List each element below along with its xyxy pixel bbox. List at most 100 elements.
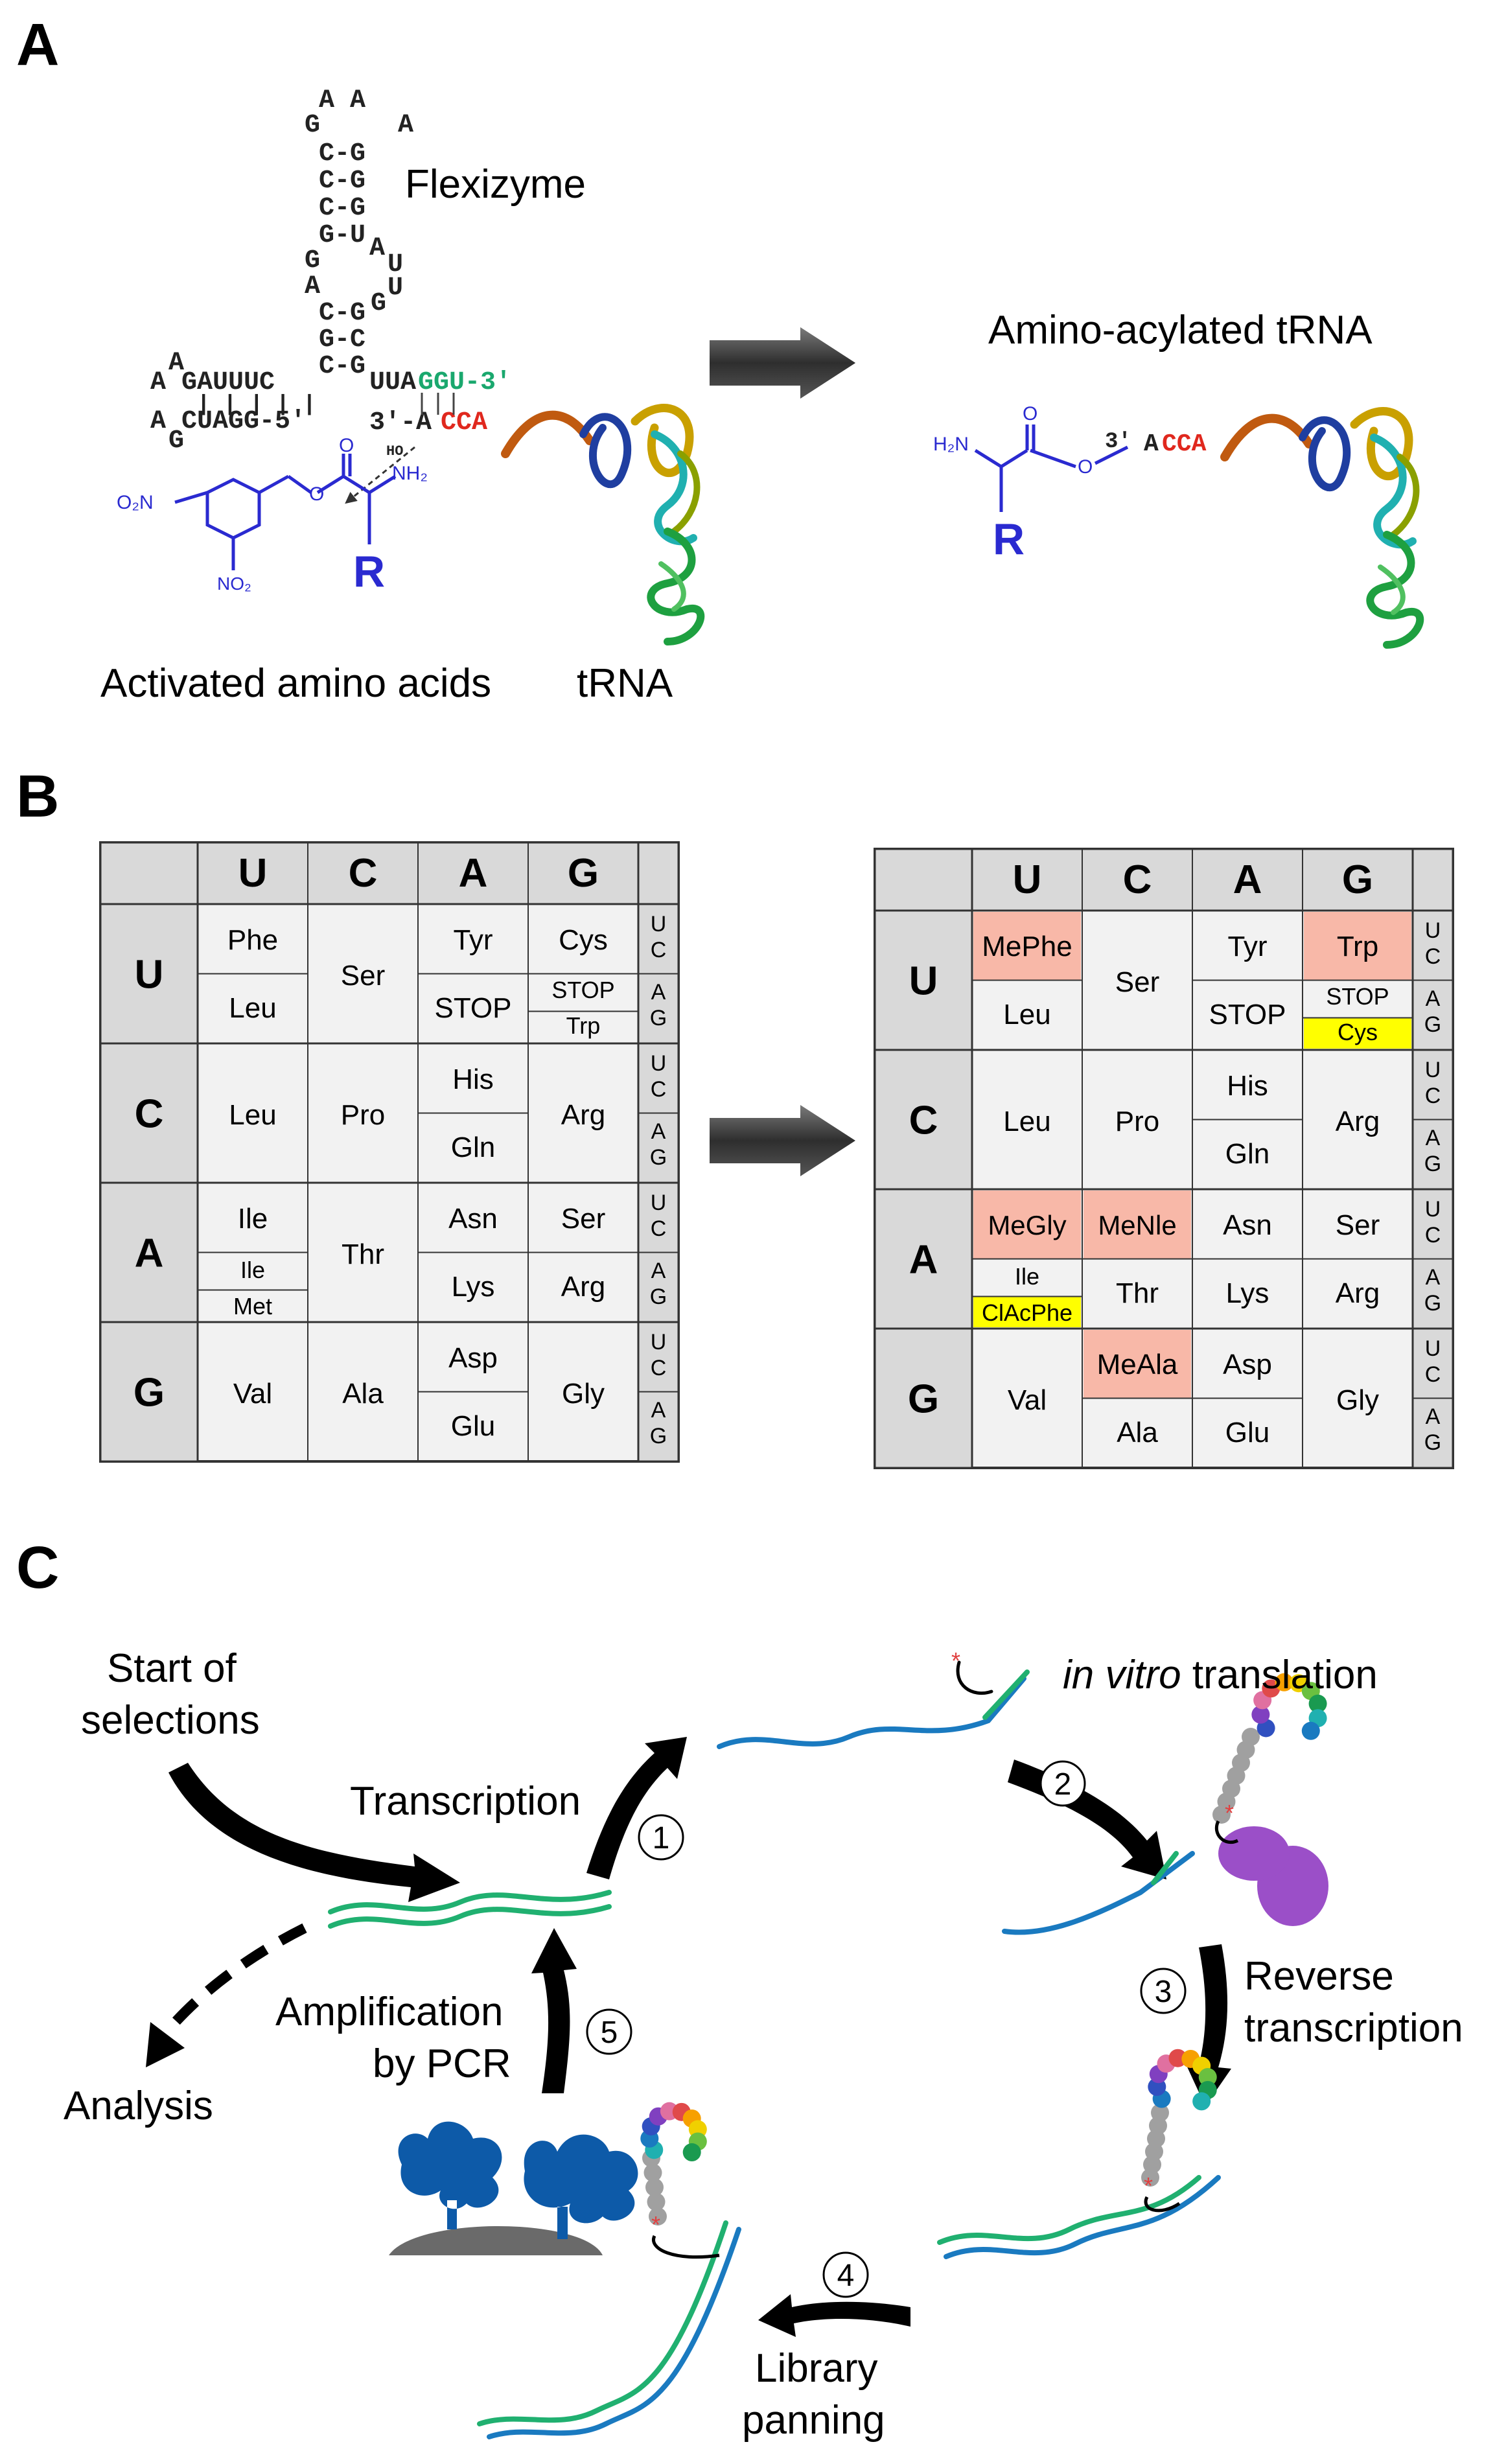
rna-row: C-G	[319, 194, 365, 223]
amplification-label-line1: Amplification	[275, 1990, 503, 2034]
reverse-label-line1: Reverse	[1244, 1954, 1394, 1999]
trna-ribbon-left	[505, 408, 701, 642]
step-circle-3	[1140, 1968, 1187, 2014]
codon-cell: Pro	[1115, 1106, 1159, 1137]
amino-acylated-trna-label: Amino-acylated tRNA	[988, 308, 1373, 353]
codon-cell: Trp	[1337, 931, 1378, 962]
flexizyme-rna-structure: A A G A C-G C-G C-G G-U A G U A U C-G G …	[150, 86, 511, 459]
reaction-arrow-a-body	[710, 327, 855, 399]
third-position-letter: G	[1424, 1430, 1441, 1455]
translation-label: in vitro translation	[1063, 1653, 1378, 1697]
codon-cell: Gly	[1336, 1384, 1379, 1416]
cdna-strand-blue	[944, 2175, 1221, 2259]
peptide-bead	[1168, 2049, 1187, 2067]
row-header: A	[909, 1238, 938, 1283]
step-number-1: 1	[653, 1821, 670, 1855]
codon-cell: MePhe	[982, 931, 1072, 962]
codon-cell: MeAla	[1097, 1349, 1178, 1380]
peptide-bead	[1251, 1705, 1270, 1724]
third-position-letter: G	[1424, 1291, 1441, 1316]
codon-cell: Tyr	[453, 924, 493, 956]
codon-cell: Asp	[448, 1342, 498, 1374]
target-protein-plate	[389, 2121, 638, 2255]
step-number-4: 4	[837, 2259, 855, 2293]
third-position-letter: C	[651, 1216, 667, 1241]
codon-cell: MeNle	[1098, 1210, 1176, 1240]
third-position-letter: A	[1426, 1126, 1441, 1150]
target-protein-1	[398, 2121, 502, 2229]
rna-g-bulge: G	[371, 289, 386, 318]
third-position-letter: U	[1425, 918, 1441, 943]
table-header-col	[874, 848, 973, 1469]
peptide-bead	[647, 2192, 666, 2211]
highlight-cell	[973, 1296, 1081, 1327]
codon-cell: Lys	[1226, 1277, 1269, 1309]
puromycin-linker	[956, 1660, 993, 1695]
rna-row: G-U	[319, 221, 365, 250]
column-header: U	[1013, 857, 1042, 902]
column-header: C	[1123, 857, 1152, 902]
peptide-bead	[1275, 1673, 1293, 1691]
nucleic-acid-strands	[328, 1660, 1221, 2439]
activated-amino-acids-label: Activated amino acids	[100, 661, 491, 706]
third-position-letter: A	[1426, 986, 1441, 1011]
nh2-label: NH₂	[392, 463, 428, 484]
rna-u1: U	[388, 250, 403, 279]
translation-word: translation	[1181, 1653, 1378, 1697]
rna-uua: UUA	[369, 368, 416, 397]
ribosome-small-subunit	[1218, 1826, 1290, 1881]
codon-cell: STOP	[1326, 983, 1389, 1010]
rna-a-bulge: A	[369, 234, 385, 263]
third-position-letter: U	[651, 1191, 667, 1215]
third-position-letter: A	[1426, 1265, 1441, 1290]
rna-u2: U	[388, 273, 403, 303]
codon-cell: Ile	[1015, 1263, 1039, 1290]
column-header: G	[1342, 857, 1373, 902]
third-position-letter: C	[651, 1077, 667, 1102]
linker-green-translation	[1151, 1851, 1179, 1885]
third-position-letter: U	[1425, 1058, 1441, 1082]
product-carbonyl-o: O	[1023, 403, 1037, 424]
no2-label: NO₂	[217, 574, 251, 594]
ho-label: HO	[386, 443, 403, 459]
rna-row: A A	[319, 86, 365, 115]
rna-row: G-C	[319, 325, 365, 354]
cdna-strand-green	[937, 2175, 1201, 2245]
third-position-letter: C	[1425, 1084, 1441, 1108]
amplification-label-line2: by PCR	[373, 2041, 511, 2086]
step-circle-2	[1039, 1760, 1086, 1807]
rna-left-g: G	[168, 426, 184, 456]
codon-cell: Ile	[238, 1203, 268, 1235]
codon-cell: Thr	[342, 1238, 384, 1270]
third-position-letter: G	[650, 1006, 667, 1030]
codon-cell: Val	[233, 1378, 272, 1410]
third-position-letter: U	[651, 1330, 667, 1354]
third-position-letter: C	[651, 1356, 667, 1380]
codon-cell: STOP	[551, 977, 614, 1003]
codon-cell: Ser	[561, 1203, 605, 1235]
plate-surface	[389, 2226, 603, 2255]
codon-cell: Arg	[561, 1271, 605, 1303]
analysis-arrowhead	[146, 2022, 185, 2067]
codon-cell: STOP	[1209, 999, 1286, 1030]
peptide-bead	[1198, 2068, 1217, 2087]
column-header: A	[1233, 857, 1262, 902]
third-position-letter: C	[1425, 1362, 1441, 1387]
star-marker: *	[1144, 2172, 1153, 2199]
rna-pairs: | | | | |	[197, 393, 316, 417]
rna-left-bottom: A CUAGG-5'	[150, 407, 306, 436]
star-marker: *	[1225, 1800, 1234, 1826]
step-number-2: 2	[1054, 1767, 1072, 1802]
row-header: U	[909, 959, 938, 1004]
third-position-letter: G	[1424, 1152, 1441, 1176]
codon-cell: Gln	[451, 1132, 495, 1163]
codon-cell: MeGly	[988, 1210, 1066, 1240]
activated-amino-acid-labels: O₂N NO₂ O O NH₂ R	[117, 435, 428, 596]
panel-c-labels: Start of selections Transcription in vit…	[64, 1646, 1463, 2443]
product-ester-o: O	[1078, 456, 1093, 478]
column-header: C	[349, 851, 378, 896]
third-position-letter: U	[651, 1051, 667, 1076]
third-position-letter: A	[651, 1259, 666, 1283]
star-marker: *	[951, 1647, 960, 1674]
